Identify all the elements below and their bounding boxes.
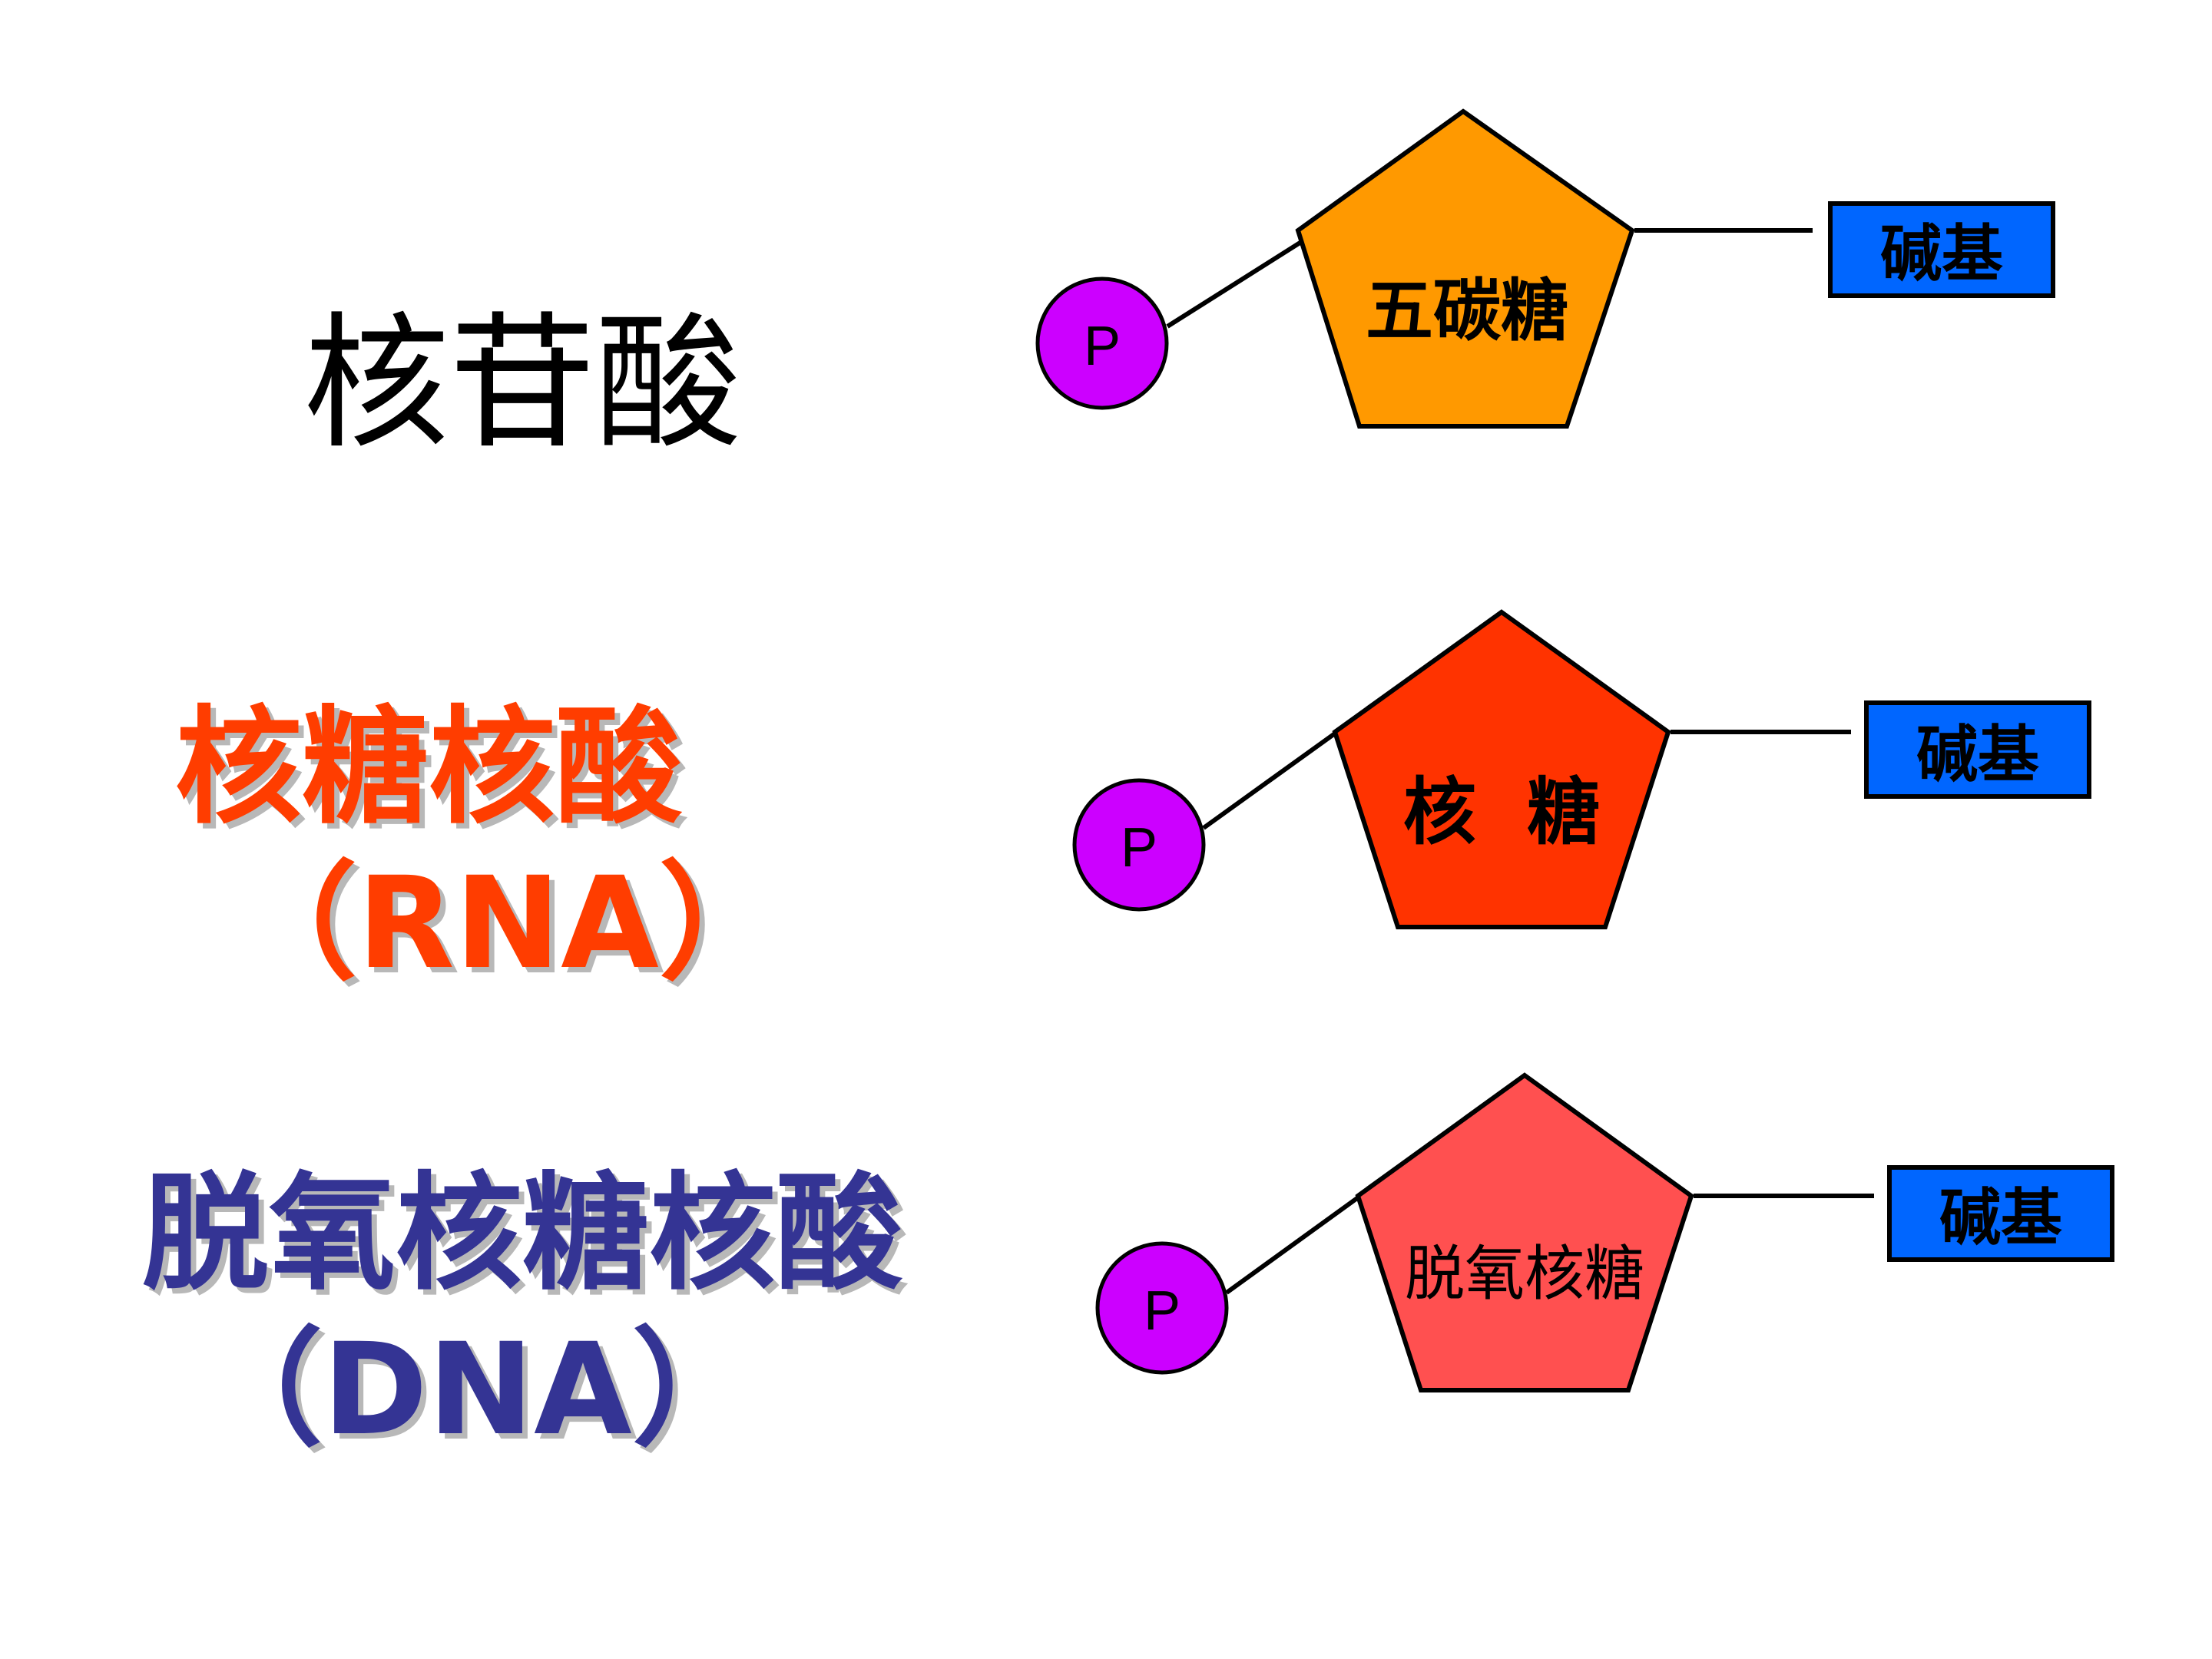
nucleotide-structure-diagram: P 五碳糖 碱基 [1035, 108, 2055, 429]
base-label: 碱基 [1939, 1182, 2062, 1253]
phosphate-label: P [1144, 1280, 1181, 1342]
phosphate-label: P [1084, 316, 1121, 377]
phosphate-group [1072, 778, 1206, 912]
title-rna: 核糖核酸 [175, 694, 682, 841]
phosphate-bond [1166, 232, 1315, 329]
base-box [1828, 201, 2055, 298]
ribose-sugar-label: 核 糖 [1403, 770, 1600, 855]
base-label: 碱基 [1880, 218, 2003, 290]
deoxyribose-sugar [1355, 1072, 1694, 1392]
deoxyribonucleotide-structure-diagram: P 脱氧核糖 碱基 [1095, 1072, 2114, 1392]
phosphate-group [1035, 276, 1169, 410]
phosphate-group [1095, 1241, 1229, 1375]
deoxyribose-sugar-label: 脱氧核糖 [1405, 1240, 1644, 1309]
ribonucleotide-structure-diagram: P 核 糖 碱基 [1072, 609, 2091, 929]
title-rna-abbrev: （RNA） [230, 849, 786, 997]
title-dna: 脱氧核糖核酸 [142, 1160, 902, 1307]
base-box [1887, 1165, 2114, 1262]
pentose-sugar-label: 五碳糖 [1366, 271, 1568, 350]
phosphate-bond [1225, 1196, 1359, 1295]
pentose-sugar [1295, 108, 1635, 429]
base-label: 碱基 [1916, 719, 2039, 790]
ribose-sugar [1332, 609, 1671, 929]
title-nucleotide: 核苷酸 [303, 299, 742, 469]
phosphate-bond [1202, 731, 1336, 830]
phosphate-label: P [1121, 817, 1157, 879]
title-dna-abbrev: （DNA） [196, 1316, 759, 1463]
base-box [1864, 700, 2091, 799]
